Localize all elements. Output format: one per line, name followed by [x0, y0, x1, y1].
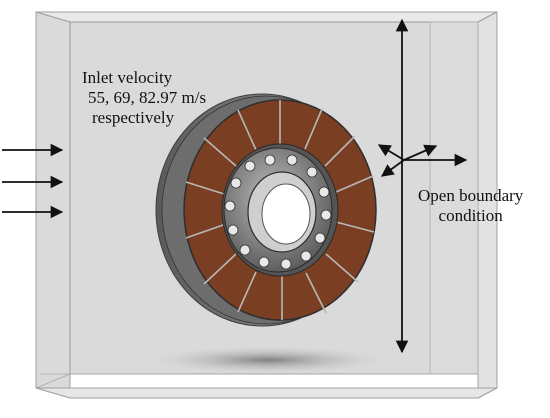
- inlet-label-line-1: Inlet velocity: [82, 68, 173, 87]
- open-boundary-label: Open boundary condition: [418, 186, 523, 226]
- hub-bolts: [224, 154, 332, 270]
- domain-top-face: [35, 11, 498, 23]
- crossed-arrows: [377, 144, 468, 177]
- domain-left-face: [35, 11, 71, 399]
- inlet-label-line-3: respectively: [92, 108, 175, 127]
- brake-disc: [155, 93, 377, 327]
- domain-edge-line: [35, 373, 71, 389]
- inlet-arrows: [2, 143, 64, 219]
- inlet-velocity-label: Inlet velocity 55, 69, 82.97 m/s respect…: [82, 68, 206, 128]
- hub-bore: [261, 183, 311, 245]
- boundary-label-line-2: condition: [438, 206, 503, 225]
- pad-segment-lines: [185, 100, 375, 320]
- boundary-label-line-1: Open boundary: [418, 186, 524, 205]
- domain-bottom-face: [35, 387, 498, 399]
- rotor-floor-shadow: [148, 346, 388, 374]
- inlet-label-line-2: 55, 69, 82.97 m/s: [88, 88, 207, 107]
